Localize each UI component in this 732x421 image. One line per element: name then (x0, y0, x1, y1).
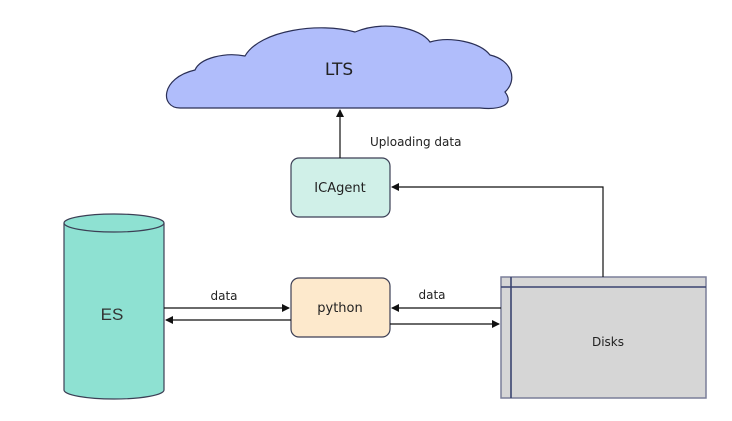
edge-disks-to-python: data (391, 288, 501, 312)
edge-icagent-to-lts: Uploading data (336, 109, 461, 158)
edge-disks-to-icagent (391, 183, 604, 277)
disks-label: Disks (592, 335, 624, 349)
icagent-label: ICAgent (314, 181, 365, 196)
es-cylinder-body (63, 223, 165, 400)
es-label: ES (101, 305, 124, 324)
es-cylinder-top (63, 213, 165, 233)
edge-es-to-python: data (164, 289, 290, 312)
data-label-left: data (210, 289, 237, 303)
lts-label: LTS (325, 60, 353, 80)
es-database-node[interactable]: ES (63, 213, 165, 400)
uploading-data-label: Uploading data (370, 135, 461, 149)
python-node[interactable]: python (290, 277, 391, 338)
disks-node[interactable]: Disks (500, 276, 707, 399)
lts-cloud-node[interactable]: LTS (165, 25, 513, 110)
python-box (290, 277, 391, 338)
data-label-right: data (418, 288, 445, 302)
disks-box (500, 276, 707, 399)
cloud-shape (165, 25, 513, 110)
icagent-node[interactable]: ICAgent (290, 157, 391, 218)
arrow-line (391, 183, 604, 277)
python-label: python (317, 301, 362, 316)
